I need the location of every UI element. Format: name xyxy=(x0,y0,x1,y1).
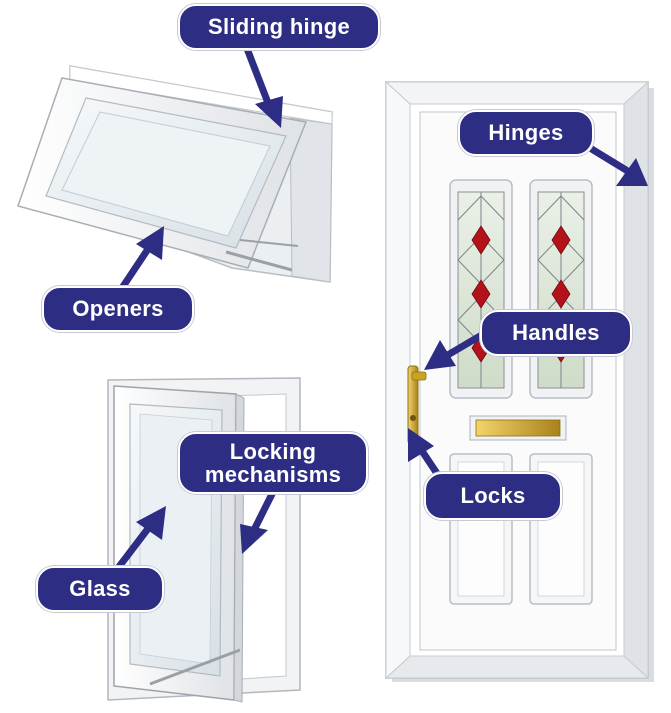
locks-label: Locks xyxy=(424,472,562,520)
top-hung-window xyxy=(17,65,333,283)
sliding-hinge-label: Sliding hinge xyxy=(178,4,380,50)
front-door xyxy=(384,80,654,682)
locking-mechanisms-label: Locking mechanisms xyxy=(178,432,368,494)
glass-label: Glass xyxy=(36,566,164,612)
hinges-label: Hinges xyxy=(458,110,594,156)
openers-label: Openers xyxy=(42,286,194,332)
handles-label: Handles xyxy=(480,310,632,356)
locking-label-line1: Locking xyxy=(229,439,317,464)
pointer-arrows xyxy=(114,42,648,572)
locking-label-line2: mechanisms xyxy=(204,462,342,488)
